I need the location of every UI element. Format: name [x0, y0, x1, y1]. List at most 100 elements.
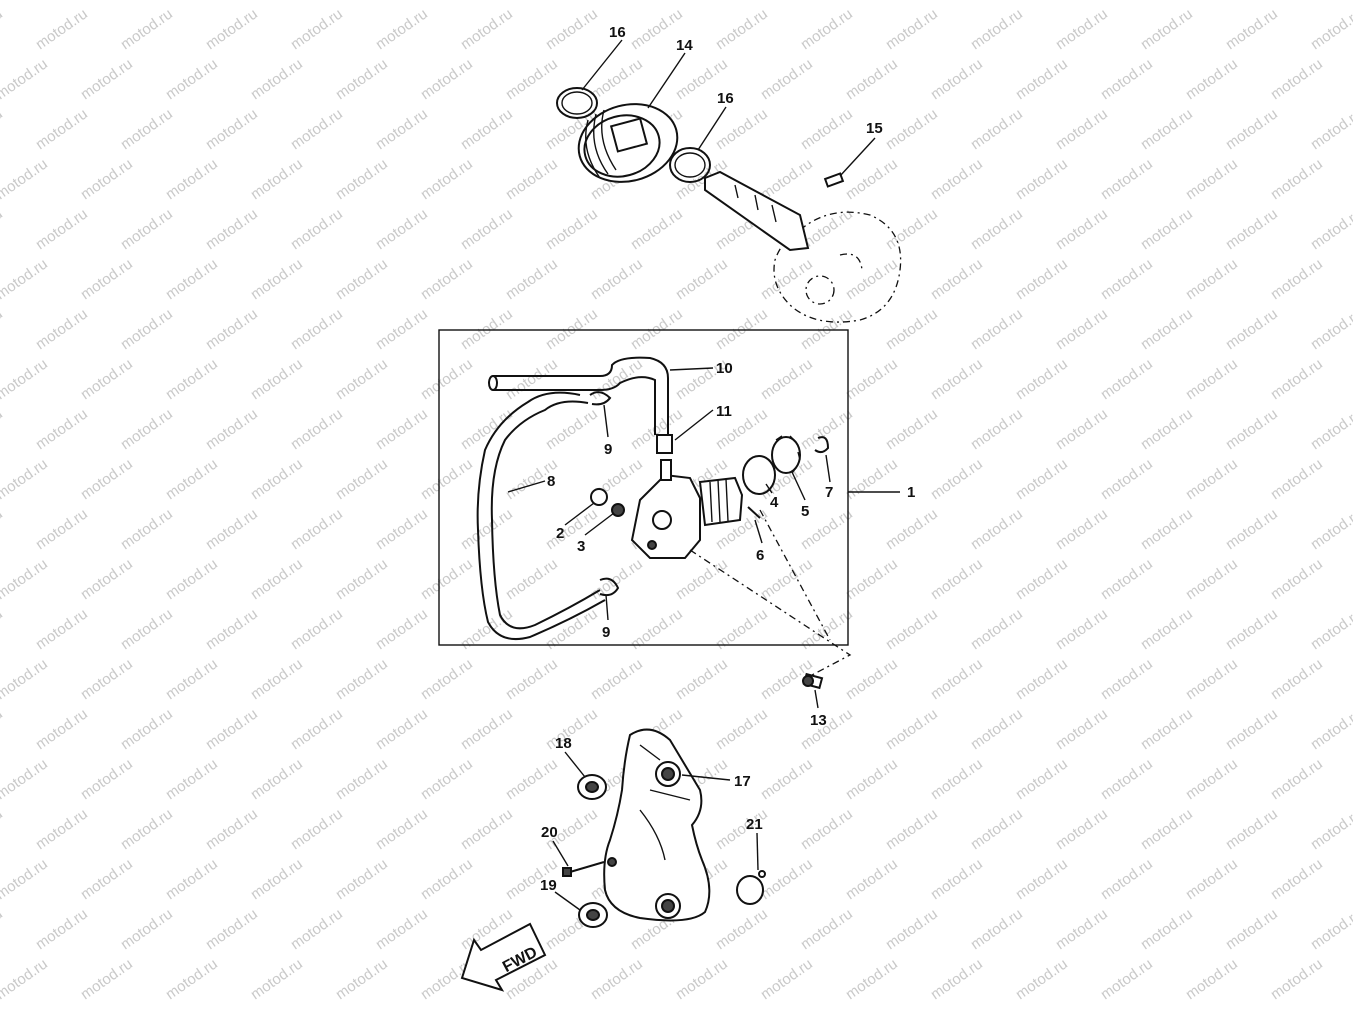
callout-labels: 16 14 16 15 10 11 9 8 2 3 4 5 7 6 1 9 13…: [540, 24, 915, 894]
watermark-text: motod.ru: [843, 55, 901, 103]
watermark-text: motod.ru: [0, 155, 51, 203]
watermark-text: motod.ru: [883, 5, 941, 53]
watermark-text: motod.ru: [418, 55, 476, 103]
watermark-text: motod.ru: [78, 655, 136, 703]
watermark-text: motod.ru: [928, 55, 986, 103]
watermark-text: motod.ru: [843, 355, 901, 403]
callout-15: 15: [866, 120, 883, 137]
callout-16-top: 16: [609, 24, 626, 41]
watermark-text: motod.ru: [33, 405, 91, 453]
watermark-text: motod.ru: [288, 905, 346, 953]
watermark-text: motod.ru: [248, 55, 306, 103]
watermark-text: motod.ru: [928, 955, 986, 1003]
watermark-text: motod.ru: [118, 805, 176, 853]
watermark-text: motod.ru: [163, 855, 221, 903]
watermark-text: motod.ru: [798, 405, 856, 453]
watermark-text: motod.ru: [0, 305, 6, 353]
watermark-text: motod.ru: [883, 705, 941, 753]
watermark-text: motod.ru: [1268, 555, 1326, 603]
watermark-text: motod.ru: [203, 605, 261, 653]
watermark-text: motod.ru: [163, 0, 221, 3]
watermark-text: motod.ru: [1098, 255, 1156, 303]
watermark-text: motod.ru: [458, 5, 516, 53]
watermark-text: motod.ru: [588, 0, 646, 3]
watermark-text: motod.ru: [0, 55, 51, 103]
watermark-text: motod.ru: [163, 755, 221, 803]
assembly-frame: [438, 329, 849, 646]
watermark-text: motod.ru: [248, 955, 306, 1003]
watermark-text: motod.ru: [1268, 355, 1326, 403]
watermark-text: motod.ru: [333, 455, 391, 503]
watermark-text: motod.ru: [883, 805, 941, 853]
watermark-text: motod.ru: [458, 705, 516, 753]
watermark-text: motod.ru: [968, 405, 1026, 453]
watermark-text: motod.ru: [418, 855, 476, 903]
watermark-text: motod.ru: [843, 955, 901, 1003]
watermark-text: motod.ru: [1098, 655, 1156, 703]
watermark-text: motod.ru: [713, 705, 771, 753]
callout-11: 11: [716, 403, 732, 420]
watermark-text: motod.ru: [163, 155, 221, 203]
watermark-text: motod.ru: [0, 505, 6, 553]
watermark-text: motod.ru: [118, 105, 176, 153]
callout-9-upper: 9: [604, 441, 612, 458]
watermark-text: motod.ru: [333, 255, 391, 303]
watermark-text: motod.ru: [373, 505, 431, 553]
watermark-text: motod.ru: [0, 405, 6, 453]
watermark-text: motod.ru: [78, 755, 136, 803]
watermark-text: motod.ru: [1268, 755, 1326, 803]
watermark-text: motod.ru: [33, 5, 91, 53]
watermark-text: motod.ru: [33, 505, 91, 553]
watermark-text: motod.ru: [203, 405, 261, 453]
watermark-text: motod.ru: [288, 305, 346, 353]
watermark-text: motod.ru: [758, 855, 816, 903]
watermark-text: motod.ru: [418, 555, 476, 603]
watermark-text: motod.ru: [713, 105, 771, 153]
watermark-text: motod.ru: [288, 405, 346, 453]
watermark-text: motod.ru: [758, 55, 816, 103]
watermark-text: motod.ru: [673, 255, 731, 303]
watermark-text: motod.ru: [968, 5, 1026, 53]
watermark-text: motod.ru: [288, 605, 346, 653]
watermark-text: motod.ru: [1098, 855, 1156, 903]
watermark-text: motod.ru: [713, 5, 771, 53]
watermark-text: motod.ru: [1308, 105, 1353, 153]
watermark-text: motod.ru: [1308, 705, 1353, 753]
watermark-text: motod.ru: [1308, 405, 1353, 453]
callout-4: 4: [770, 494, 779, 511]
watermark-text: motod.ru: [373, 5, 431, 53]
bolt-13-group: [689, 509, 852, 709]
watermark-text: motod.ru: [1053, 505, 1111, 553]
watermark-text: motod.ru: [373, 205, 431, 253]
watermark-text: motod.ru: [883, 105, 941, 153]
watermark-text: motod.ru: [288, 205, 346, 253]
watermark-text: motod.ru: [1268, 155, 1326, 203]
watermark-text: motod.ru: [1138, 705, 1196, 753]
watermark-text: motod.ru: [163, 255, 221, 303]
watermark-text: motod.ru: [333, 955, 391, 1003]
pump-cover-assembly: [552, 728, 766, 928]
watermark-text: motod.ru: [758, 355, 816, 403]
watermark-text: motod.ru: [1223, 805, 1281, 853]
watermark-text: motod.ru: [1308, 305, 1353, 353]
watermark-text: motod.ru: [118, 905, 176, 953]
watermark-text: motod.ru: [373, 905, 431, 953]
watermark-text: motod.ru: [248, 855, 306, 903]
watermark-text: motod.ru: [418, 755, 476, 803]
watermark-text: motod.ru: [883, 605, 941, 653]
watermark-text: motod.ru: [118, 5, 176, 53]
watermark-text: motod.ru: [333, 555, 391, 603]
watermark-text: motod.ru: [1013, 355, 1071, 403]
watermark-text: motod.ru: [33, 705, 91, 753]
watermark-text: motod.ru: [758, 555, 816, 603]
watermark-text: motod.ru: [203, 305, 261, 353]
callout-17: 17: [734, 773, 751, 790]
watermark-text: motod.ru: [543, 5, 601, 53]
watermark-text: motod.ru: [0, 205, 6, 253]
watermark-text: motod.ru: [203, 805, 261, 853]
callout-16-right: 16: [717, 90, 734, 107]
watermark-text: motod.ru: [0, 605, 6, 653]
watermark-text: motod.ru: [288, 5, 346, 53]
watermark-text: motod.ru: [968, 905, 1026, 953]
watermark-text: motod.ru: [33, 905, 91, 953]
